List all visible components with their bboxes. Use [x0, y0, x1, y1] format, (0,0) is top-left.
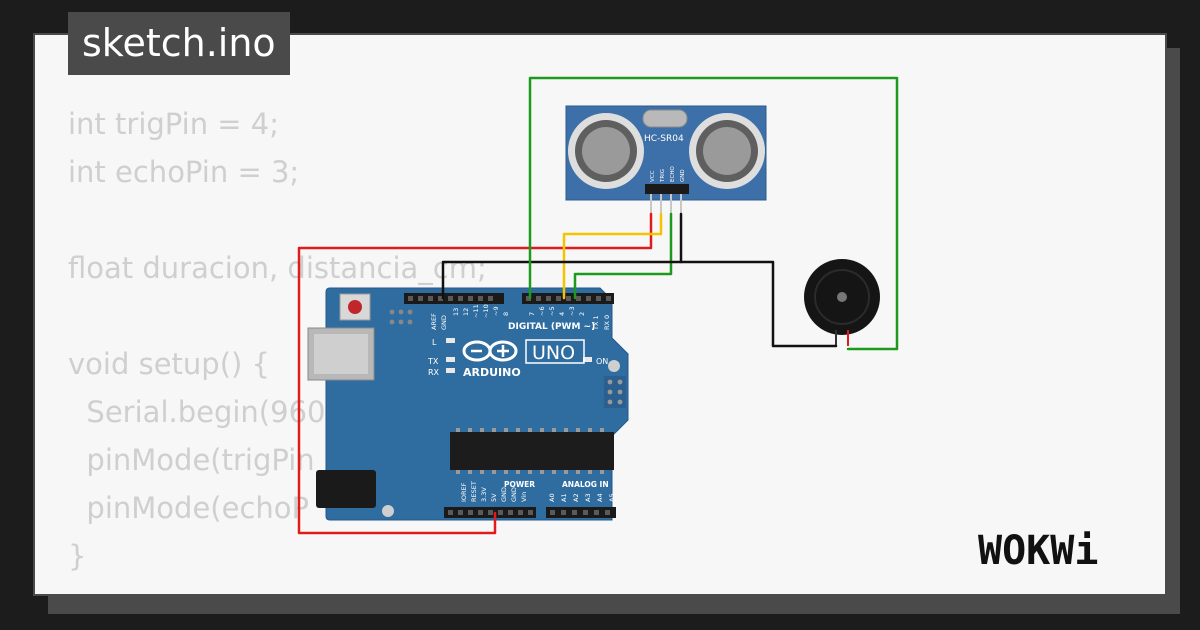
wire-gnd-black: [441, 212, 683, 300]
code-line: pinMode(trigPin: [68, 443, 315, 477]
pin-label: ~11: [472, 304, 480, 318]
pin-label: RESET: [470, 481, 478, 502]
pin-label: AREF: [430, 313, 438, 330]
pin-label: 5V: [490, 493, 498, 502]
digital-header-left: [404, 293, 504, 304]
led-label: RX: [428, 368, 440, 377]
led-rx: [446, 368, 455, 373]
code-line: }: [68, 539, 87, 573]
crystal: [642, 109, 688, 128]
pin-label: 8: [502, 312, 510, 316]
sensor-pin-label: ECHO: [670, 166, 676, 182]
pin-label: A4: [596, 493, 604, 502]
power-jack: [316, 470, 376, 508]
code-line: float duracion, distancia_cm;: [68, 251, 487, 285]
pin-label: A1: [560, 493, 568, 502]
wire-vcc-red: [297, 212, 653, 535]
pin-label: ~3: [568, 306, 576, 316]
led-tx: [446, 357, 455, 362]
pin-label: 13: [452, 308, 460, 316]
pin-label: 4: [558, 312, 566, 316]
led-on: [583, 357, 592, 362]
pin-label: A5: [608, 493, 616, 502]
analog-header-label: ANALOG IN: [562, 480, 609, 489]
sensor-pin-label: TRIG: [660, 169, 666, 183]
digital-header-label: DIGITAL (PWM ~): [508, 322, 595, 332]
code-line: int trigPin = 4;: [68, 107, 280, 141]
code-line: pinMode(echoP: [68, 491, 310, 525]
led-label: ON: [596, 357, 608, 366]
pin-label: GND: [510, 487, 518, 502]
wokwi-logo-text: WOKWi: [978, 528, 1098, 574]
arduino-logo: [462, 340, 518, 362]
pin-label: 7: [528, 312, 536, 316]
pin-label: RX 0: [603, 315, 611, 330]
pin-label: IOREF: [460, 482, 468, 502]
analog-header: [546, 507, 616, 518]
pin-label: GND: [440, 315, 448, 330]
pin-label: GND: [500, 487, 508, 502]
board-brand: ARDUINO: [463, 366, 521, 379]
led-l: [446, 338, 455, 343]
transducer-right: [689, 113, 765, 189]
board-name: UNO: [532, 342, 575, 364]
transducer-left: [568, 113, 644, 189]
pin-label: 3.3V: [480, 487, 488, 502]
arduino-uno-board[interactable]: DIGITAL (PWM ~) AREF GND 13 12 ~11 ~10 ~…: [307, 287, 629, 521]
microcontroller-chip: [450, 432, 614, 470]
piezo-buzzer[interactable]: [804, 259, 880, 346]
mounting-hole: [382, 505, 394, 517]
wire-trig-yellow: [562, 212, 663, 300]
pin-label: ~5: [548, 306, 556, 316]
code-line: int echoPin = 3;: [68, 155, 300, 189]
pin-label: 2: [578, 312, 586, 316]
wire-buzzer-gnd-black: [679, 260, 838, 348]
sketch-filename-tab: sketch.ino: [68, 12, 290, 75]
code-line: Serial.begin(960: [68, 395, 326, 429]
sensor-pin-label: GND: [680, 169, 686, 182]
wokwi-logo: WOKWi: [978, 528, 1098, 574]
pin-label: TX 1: [592, 315, 600, 331]
pin-label: A3: [584, 493, 592, 502]
uno-box: [525, 339, 585, 364]
led-label: TX: [427, 357, 439, 366]
hc-sr04-sensor[interactable]: HC-SR04 VCC TRIG ECHO GND: [565, 105, 767, 214]
mounting-hole: [608, 360, 620, 372]
led-label: L: [432, 338, 437, 347]
pin-label: 12: [462, 308, 470, 316]
sensor-model-label: HC-SR04: [644, 134, 684, 144]
sensor-header: [645, 184, 689, 194]
pin-label: Vin: [520, 492, 528, 502]
power-header-label: POWER: [504, 480, 535, 489]
wire-echo-green: [573, 212, 673, 300]
pin-label: ~10: [482, 304, 490, 318]
code-preview: int trigPin = 4; int echoPin = 3; float …: [68, 100, 487, 580]
code-line: void setup() {: [68, 347, 270, 381]
sensor-pin-label: VCC: [650, 170, 656, 182]
pin-label: ~9: [492, 306, 500, 316]
wire-buzzer-green: [528, 76, 899, 351]
pin-label: A2: [572, 493, 580, 502]
pin-label: A0: [548, 493, 556, 502]
pin-label: ~6: [538, 306, 546, 316]
